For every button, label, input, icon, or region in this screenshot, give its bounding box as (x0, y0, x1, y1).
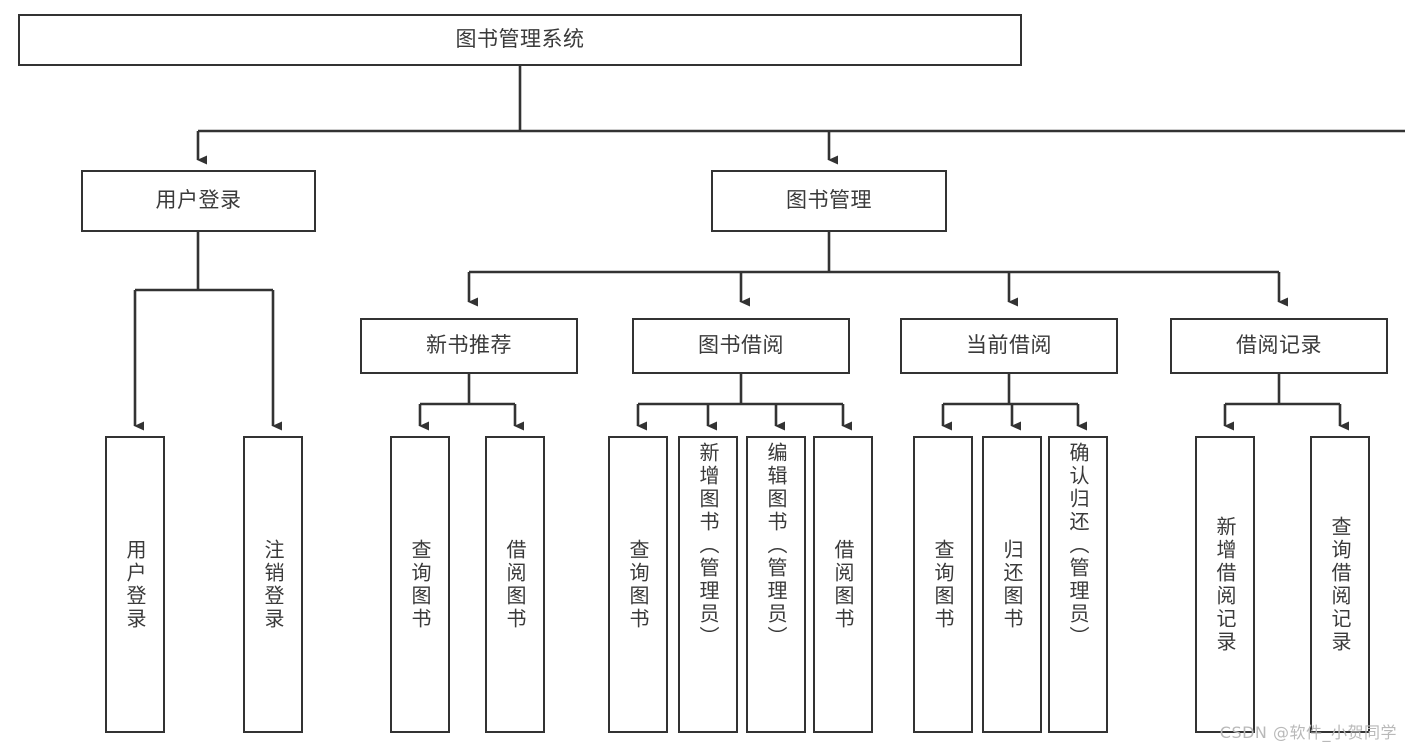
csdn-watermark: CSDN @软件_小贺同学 (1219, 723, 1397, 742)
node-user-login[interactable]: 用户登录 (81, 170, 316, 232)
node-leaf-query-book-1-label: 查询图书 (408, 538, 432, 631)
node-user-login-label: 用户登录 (155, 188, 242, 213)
node-leaf-add-record[interactable]: 新增借阅记录 (1195, 436, 1255, 733)
node-leaf-query-book-1[interactable]: 查询图书 (390, 436, 450, 733)
node-leaf-query-book-3[interactable]: 查询图书 (913, 436, 973, 733)
node-leaf-user-logout-label: 注销登录 (261, 538, 285, 631)
node-borrow-record[interactable]: 借阅记录 (1170, 318, 1388, 374)
node-root-label: 图书管理系统 (455, 27, 585, 52)
node-book-borrow[interactable]: 图书借阅 (632, 318, 850, 374)
node-leaf-confirm-return[interactable]: 确认归还（管理员） (1048, 436, 1108, 733)
node-leaf-user-logout[interactable]: 注销登录 (243, 436, 303, 733)
node-leaf-user-login[interactable]: 用户登录 (105, 436, 165, 733)
node-new-book-recommend[interactable]: 新书推荐 (360, 318, 578, 374)
node-leaf-borrow-book-1[interactable]: 借阅图书 (485, 436, 545, 733)
node-leaf-return-book[interactable]: 归还图书 (982, 436, 1042, 733)
node-leaf-add-book-label: 新增图书（管理员） (696, 442, 720, 649)
node-leaf-edit-book[interactable]: 编辑图书（管理员） (746, 436, 806, 733)
node-borrow-record-label: 借阅记录 (1236, 333, 1322, 358)
node-leaf-return-book-label: 归还图书 (1000, 538, 1024, 631)
node-leaf-edit-book-label: 编辑图书（管理员） (764, 442, 788, 649)
node-leaf-query-book-2[interactable]: 查询图书 (608, 436, 668, 733)
node-leaf-borrow-book-2[interactable]: 借阅图书 (813, 436, 873, 733)
node-current-borrow[interactable]: 当前借阅 (900, 318, 1118, 374)
node-leaf-add-book[interactable]: 新增图书（管理员） (678, 436, 738, 733)
node-new-book-recommend-label: 新书推荐 (426, 333, 512, 358)
node-current-borrow-label: 当前借阅 (966, 333, 1052, 358)
node-leaf-borrow-book-2-label: 借阅图书 (831, 538, 855, 631)
node-leaf-query-record[interactable]: 查询借阅记录 (1310, 436, 1370, 733)
node-root[interactable]: 图书管理系统 (18, 14, 1022, 66)
node-leaf-add-record-label: 新增借阅记录 (1213, 515, 1237, 654)
node-leaf-user-login-label: 用户登录 (123, 538, 147, 631)
node-leaf-query-record-label: 查询借阅记录 (1328, 515, 1352, 654)
node-leaf-confirm-return-label: 确认归还（管理员） (1066, 442, 1090, 649)
node-leaf-query-book-3-label: 查询图书 (931, 538, 955, 631)
node-leaf-query-book-2-label: 查询图书 (626, 538, 650, 631)
node-book-manage-label: 图书管理 (786, 188, 872, 213)
node-leaf-borrow-book-1-label: 借阅图书 (503, 538, 527, 631)
node-book-manage[interactable]: 图书管理 (711, 170, 947, 232)
node-book-borrow-label: 图书借阅 (698, 333, 784, 358)
